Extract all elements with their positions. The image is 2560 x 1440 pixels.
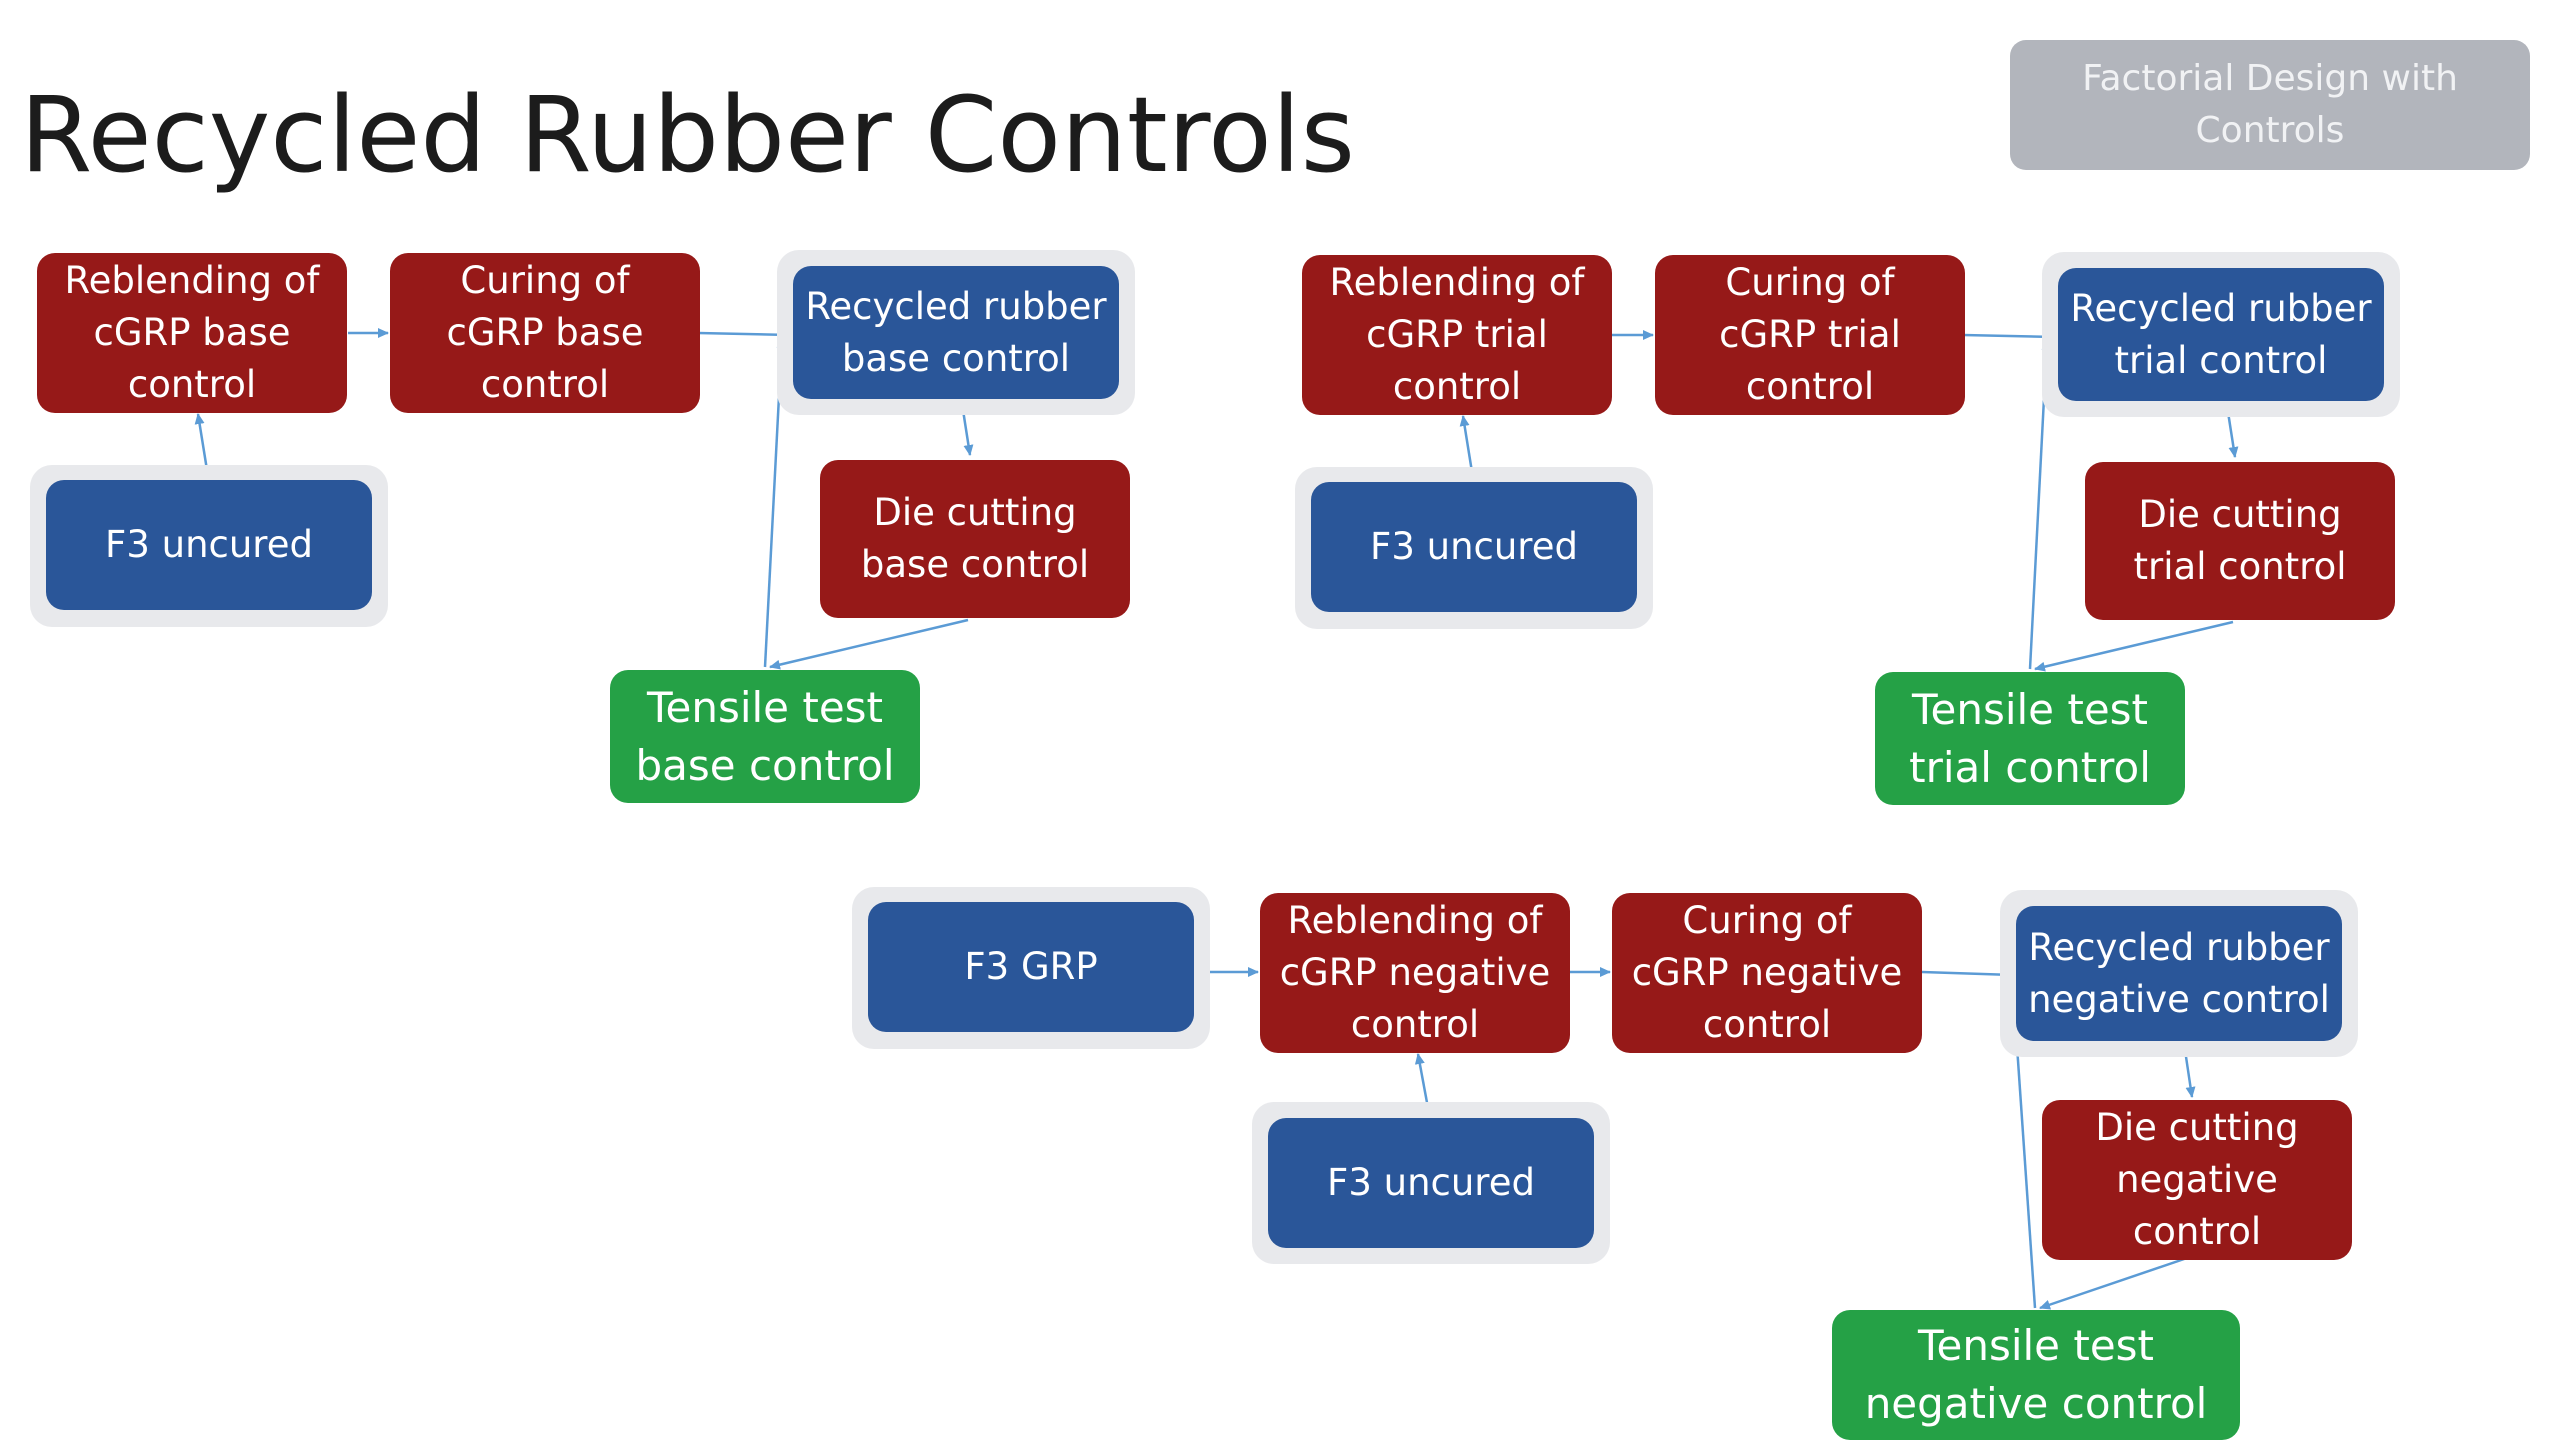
arrow-base-input-to-reblend (194, 413, 209, 471)
neg-curing-box: Curing of cGRP negative control (1612, 893, 1922, 1053)
arrow-neg-tensile-to-recycled (2010, 1016, 2037, 1309)
trial-recycled-rubber-box: Recycled rubber trial control (2058, 268, 2384, 401)
neg-tensile-test-box: Tensile test negative control (1832, 1310, 2240, 1440)
neg-f3-grp-box: F3 GRP (868, 902, 1194, 1032)
trial-curing-box: Curing of cGRP trial control (1655, 255, 1965, 415)
arrow-neg-recycled-to-die (2183, 1049, 2196, 1098)
neg-recycled-rubber-box: Recycled rubber negative control (2016, 906, 2342, 1041)
arrow-trial-curing-to-recycled (1962, 331, 2056, 342)
arrow-trial-input-to-reblend (1459, 415, 1474, 473)
trial-reblending-box: Reblending of cGRP trial control (1302, 255, 1612, 415)
trial-die-cutting-box: Die cutting trial control (2085, 462, 2395, 620)
arrow-base-curing-to-recycled (697, 329, 791, 340)
trial-f3-uncured-box: F3 uncured (1311, 482, 1637, 612)
base-f3-uncured-box: F3 uncured (46, 480, 372, 610)
arrow-base-recycled-to-die (961, 409, 974, 456)
arrow-base-die-to-tensile (769, 618, 969, 670)
arrow-trial-recycled-to-die (2226, 411, 2239, 458)
neg-reblending-box: Reblending of cGRP negative control (1260, 893, 1570, 1053)
factorial-design-badge: Factorial Design with Controls (2010, 40, 2530, 170)
arrow-neg-die-to-tensile (2039, 1255, 2191, 1310)
arrow-neg-curing-to-recycled (1921, 969, 2014, 980)
arrow-neg-input-to-reblend (1414, 1053, 1430, 1109)
base-curing-box: Curing of cGRP base control (390, 253, 700, 413)
base-tensile-test-box: Tensile test base control (610, 670, 920, 803)
base-die-cutting-box: Die cutting base control (820, 460, 1130, 618)
trial-tensile-test-box: Tensile test trial control (1875, 672, 2185, 805)
neg-die-cutting-box: Die cutting negative control (2042, 1100, 2352, 1260)
base-recycled-rubber-box: Recycled rubber base control (793, 266, 1119, 399)
slide-title: Recycled Rubber Controls (20, 74, 1355, 196)
neg-f3-uncured-box: F3 uncured (1268, 1118, 1594, 1248)
base-reblending-box: Reblending of cGRP base control (37, 253, 347, 413)
arrow-trial-die-to-tensile (2034, 620, 2234, 672)
